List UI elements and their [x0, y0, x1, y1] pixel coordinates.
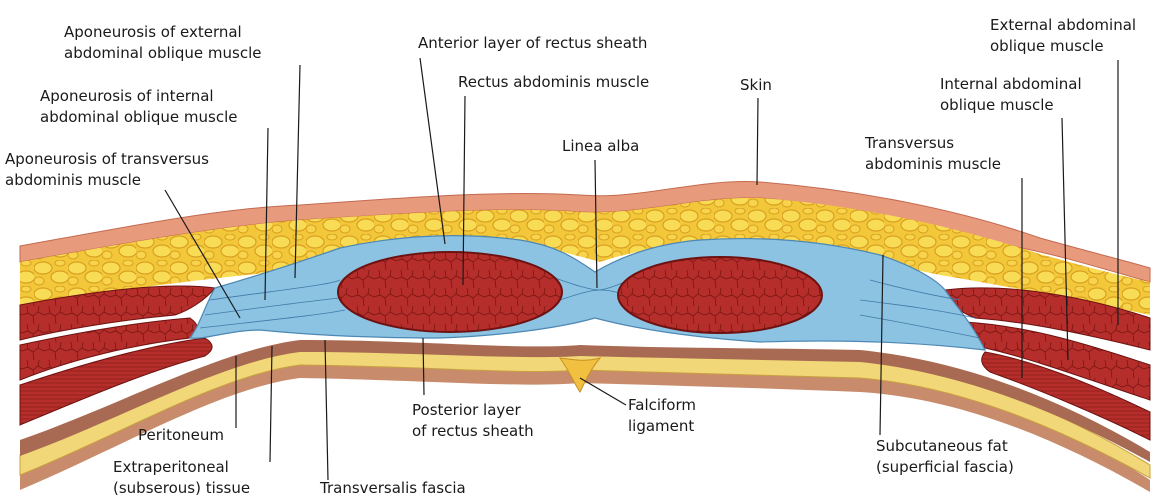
label-transversus-line1: Transversus — [864, 134, 954, 152]
label-ext-oblique-line2: oblique muscle — [990, 37, 1104, 55]
label-extraperit-line1: Extraperitoneal — [113, 458, 229, 476]
label-falciform-line2: ligament — [628, 417, 694, 435]
label-skin: Skin — [740, 76, 772, 94]
label-apo-ext-line2: abdominal oblique muscle — [64, 44, 261, 62]
label-falciform-line1: Falciform — [628, 396, 696, 414]
leader-skin — [757, 98, 758, 185]
right-rectus-abdominis — [618, 257, 822, 333]
label-linea-alba: Linea alba — [562, 137, 639, 155]
label-post-layer-line2: of rectus sheath — [412, 422, 534, 440]
left-rectus-abdominis — [338, 252, 562, 332]
label-apo-ext-line1: Aponeurosis of external — [64, 23, 242, 41]
label-apo-tra-line2: abdominis muscle — [5, 171, 141, 189]
label-subcut-line2: (superficial fascia) — [876, 458, 1014, 476]
label-post-layer-line1: Posterior layer — [412, 401, 522, 419]
label-rectus: Rectus abdominis muscle — [458, 73, 649, 91]
label-apo-tra-line1: Aponeurosis of transversus — [5, 150, 209, 168]
label-subcut-line1: Subcutaneous fat — [876, 437, 1008, 455]
label-extraperit-line2: (subserous) tissue — [113, 479, 250, 497]
label-ant-layer: Anterior layer of rectus sheath — [418, 34, 647, 52]
label-transversus-line2: abdominis muscle — [865, 155, 1001, 173]
label-int-oblique-line1: Internal abdominal — [940, 75, 1082, 93]
label-apo-int-line1: Aponeurosis of internal — [40, 87, 214, 105]
label-ext-oblique-line1: External abdominal — [990, 16, 1136, 34]
label-transv-fascia: Transversalis fascia — [319, 479, 466, 497]
label-apo-int-line2: abdominal oblique muscle — [40, 108, 237, 126]
label-int-oblique-line2: oblique muscle — [940, 96, 1054, 114]
label-peritoneum: Peritoneum — [138, 426, 224, 444]
